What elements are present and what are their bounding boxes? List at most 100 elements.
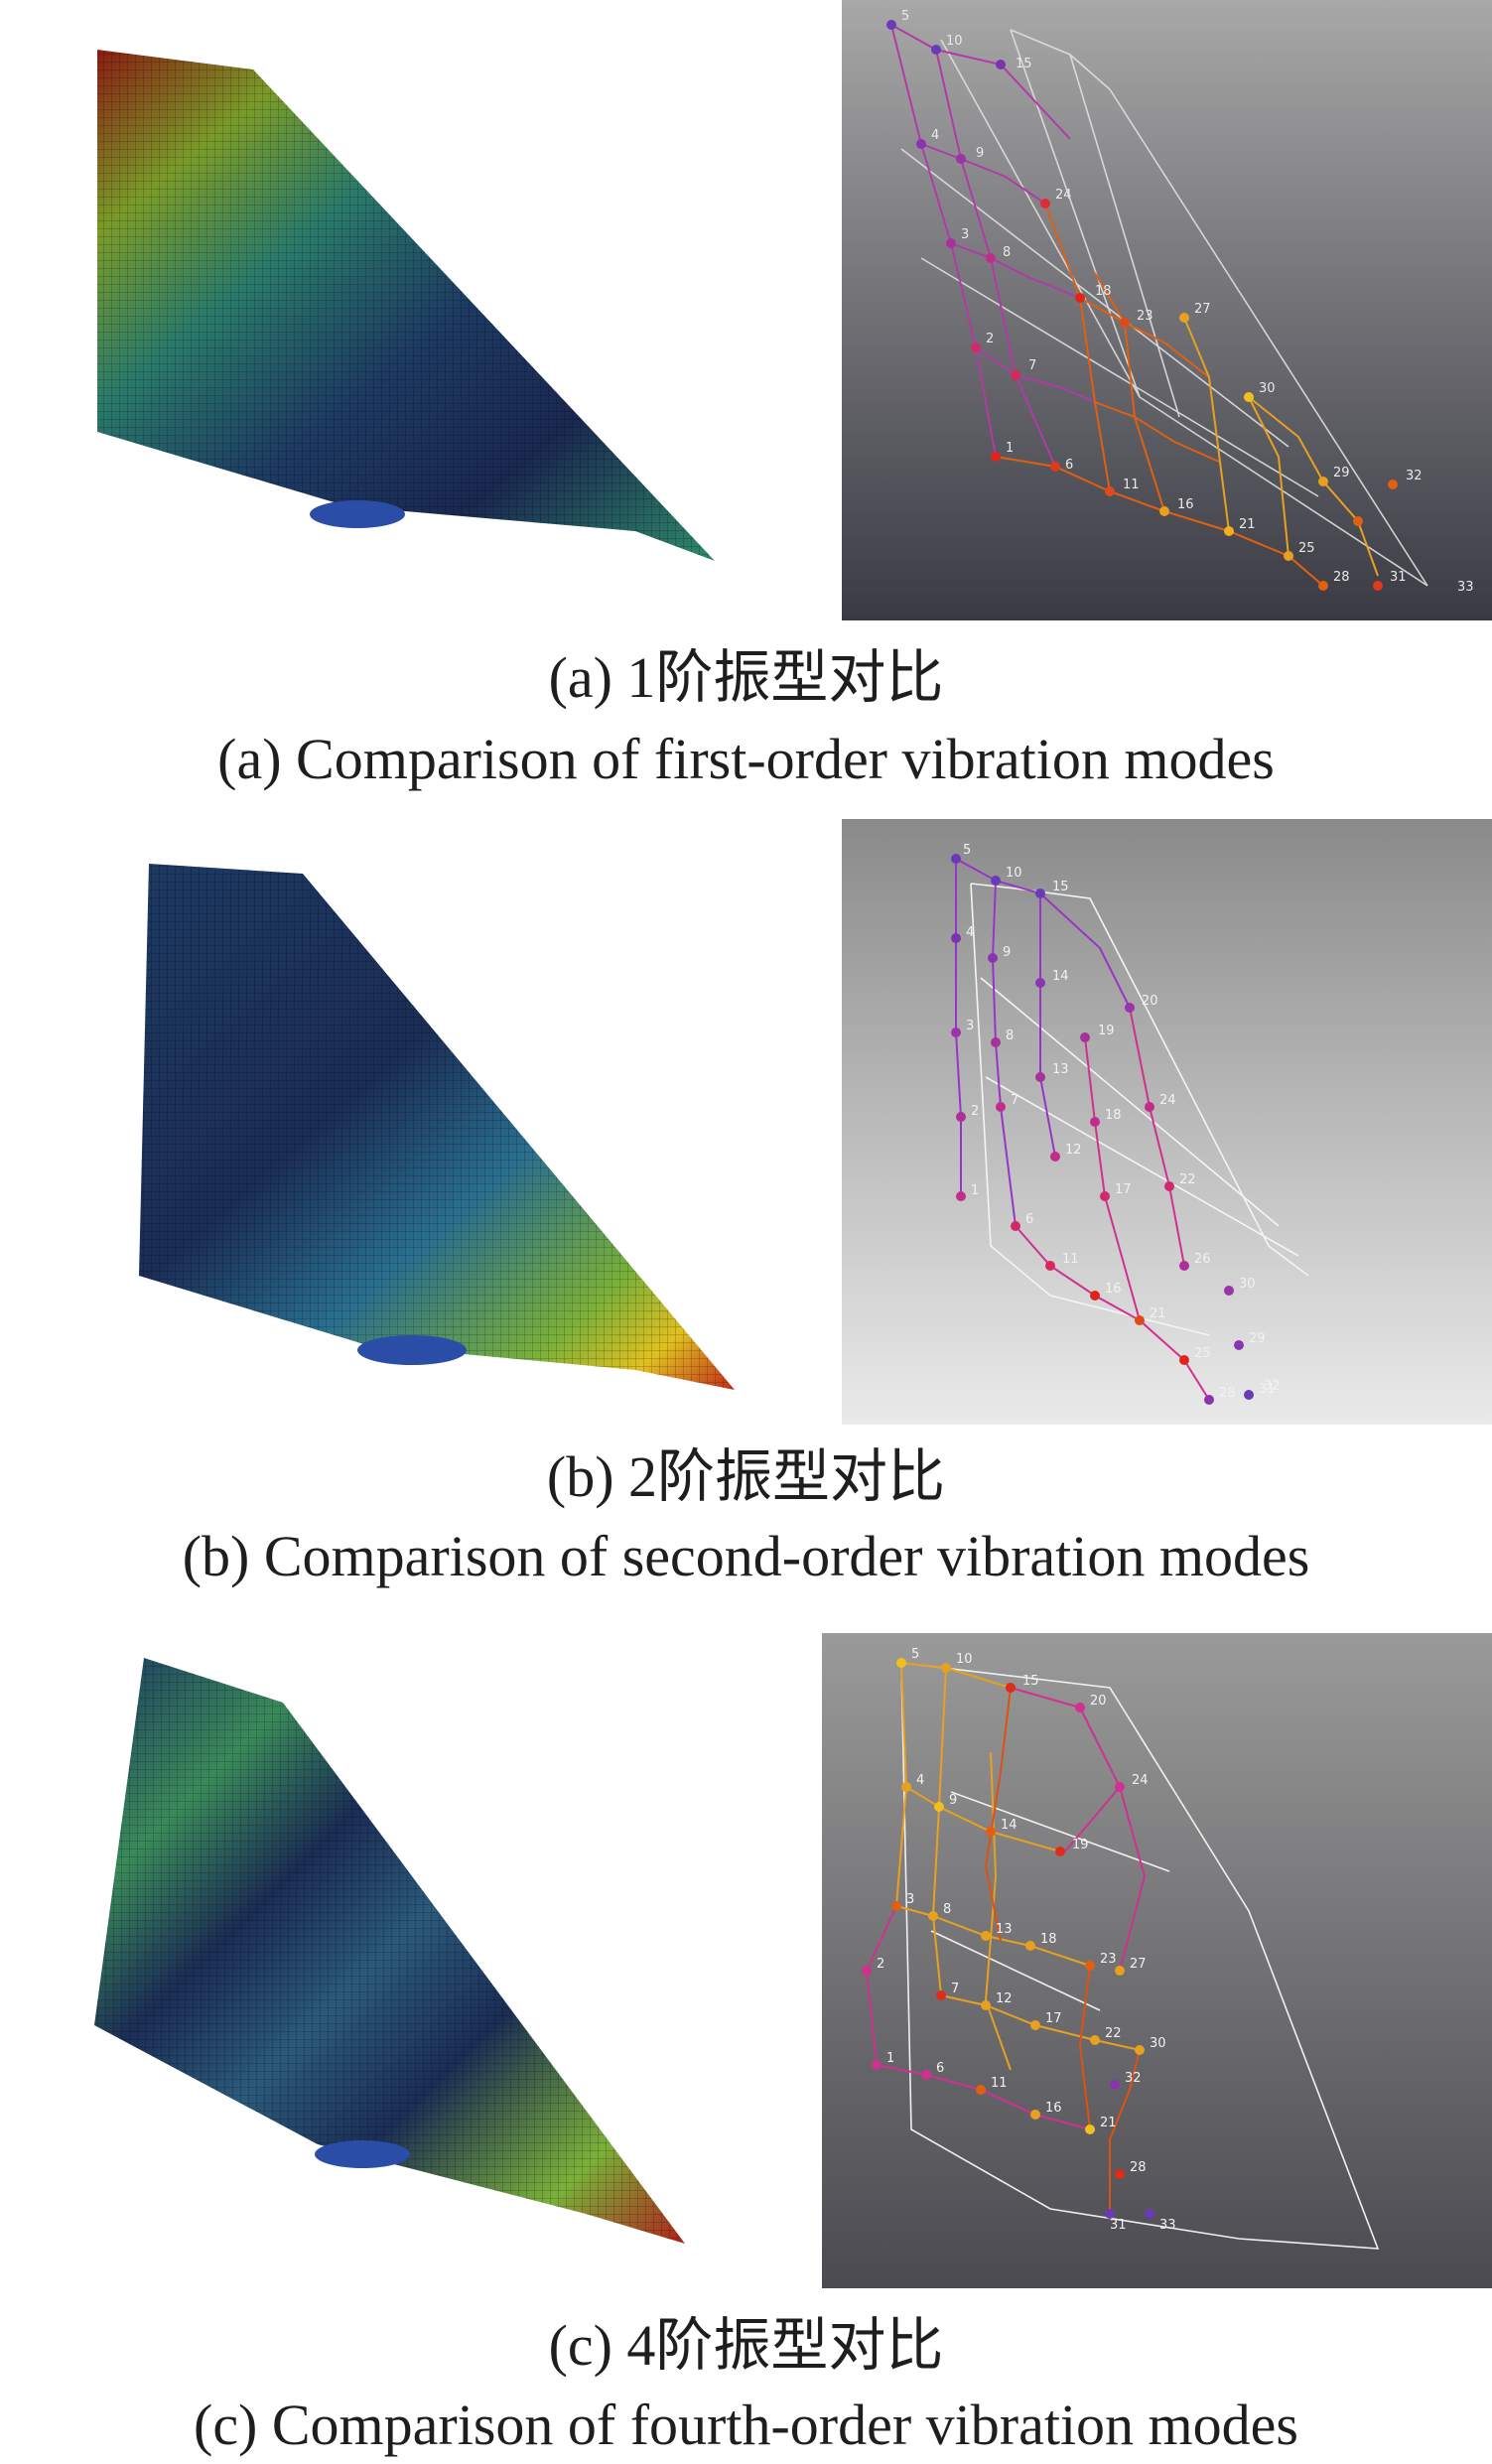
svg-text:1: 1 xyxy=(971,1183,979,1198)
svg-text:21: 21 xyxy=(1100,2116,1117,2130)
svg-text:33: 33 xyxy=(1457,580,1474,595)
svg-text:7: 7 xyxy=(1011,1093,1018,1108)
svg-text:31: 31 xyxy=(1390,570,1407,585)
svg-text:13: 13 xyxy=(1052,1062,1069,1077)
svg-text:9: 9 xyxy=(976,146,984,161)
test-node xyxy=(1040,199,1050,208)
svg-text:1: 1 xyxy=(1006,441,1014,456)
svg-text:24: 24 xyxy=(1159,1093,1176,1108)
test-node xyxy=(1105,486,1115,496)
svg-text:3: 3 xyxy=(966,1019,974,1033)
svg-text:22: 22 xyxy=(1179,1172,1196,1187)
svg-text:32: 32 xyxy=(1125,2071,1142,2086)
fem-mode-shape-c xyxy=(94,1658,685,2244)
svg-text:10: 10 xyxy=(956,1652,973,1667)
svg-text:14: 14 xyxy=(1001,1818,1017,1833)
svg-text:18: 18 xyxy=(1105,1108,1122,1123)
svg-text:29: 29 xyxy=(1333,466,1350,480)
svg-text:8: 8 xyxy=(1006,1028,1014,1043)
test-node xyxy=(1353,516,1363,526)
test-node xyxy=(1075,293,1085,303)
svg-text:11: 11 xyxy=(1123,478,1140,492)
svg-text:4: 4 xyxy=(966,925,974,940)
svg-text:32: 32 xyxy=(1264,1379,1281,1394)
test-node xyxy=(991,452,1001,462)
svg-text:11: 11 xyxy=(1062,1252,1079,1267)
svg-text:6: 6 xyxy=(1025,1212,1033,1227)
svg-text:3: 3 xyxy=(961,227,969,242)
svg-text:27: 27 xyxy=(1130,1957,1147,1972)
svg-text:13: 13 xyxy=(996,1922,1013,1937)
svg-text:21: 21 xyxy=(1239,517,1256,532)
test-node xyxy=(916,139,926,149)
caption-en-c: (c) Comparison of fourth-order vibration… xyxy=(194,2393,1298,2457)
svg-text:17: 17 xyxy=(1115,1182,1132,1197)
svg-text:23: 23 xyxy=(1137,309,1153,324)
caption-en-b: (b) Comparison of second-order vibration… xyxy=(182,1524,1310,1588)
svg-text:30: 30 xyxy=(1150,2036,1166,2051)
svg-text:4: 4 xyxy=(931,128,939,143)
test-node xyxy=(1244,392,1254,402)
svg-text:7: 7 xyxy=(951,1982,959,1996)
svg-text:25: 25 xyxy=(1194,1346,1211,1361)
svg-text:19: 19 xyxy=(1098,1024,1115,1038)
svg-text:10: 10 xyxy=(946,34,963,49)
svg-text:8: 8 xyxy=(1003,245,1011,260)
svg-text:6: 6 xyxy=(936,2061,944,2076)
svg-text:30: 30 xyxy=(1259,381,1276,396)
svg-text:24: 24 xyxy=(1055,188,1072,203)
svg-text:11: 11 xyxy=(991,2076,1008,2091)
test-node xyxy=(886,20,896,30)
test-node xyxy=(1284,551,1293,561)
fem-mode-shape-a xyxy=(97,50,715,561)
svg-text:31: 31 xyxy=(1110,2218,1127,2233)
caption-en-a: (a) Comparison of first-order vibration … xyxy=(217,727,1275,791)
svg-text:18: 18 xyxy=(1095,284,1112,299)
svg-text:5: 5 xyxy=(963,843,971,858)
svg-text:30: 30 xyxy=(1239,1277,1256,1292)
test-node xyxy=(931,45,941,55)
svg-text:24: 24 xyxy=(1132,1773,1149,1788)
test-node xyxy=(996,60,1006,69)
test-node xyxy=(1011,370,1020,380)
test-node xyxy=(1120,318,1130,328)
svg-text:6: 6 xyxy=(1065,458,1073,473)
test-nodes xyxy=(886,20,1398,591)
svg-text:29: 29 xyxy=(1249,1331,1266,1346)
svg-text:2: 2 xyxy=(986,332,994,346)
svg-text:17: 17 xyxy=(1045,2011,1062,2026)
test-node xyxy=(1224,526,1234,536)
test-node xyxy=(1179,313,1189,323)
test-node xyxy=(1050,462,1060,472)
svg-text:9: 9 xyxy=(1003,945,1011,960)
test-node xyxy=(1373,581,1383,591)
svg-text:1: 1 xyxy=(886,2051,894,2066)
caption-cn-c: (c) 4阶振型对比 xyxy=(548,2313,944,2378)
test-node xyxy=(956,154,966,164)
test-node xyxy=(986,253,996,263)
svg-text:15: 15 xyxy=(1052,880,1069,894)
svg-text:28: 28 xyxy=(1333,570,1350,585)
svg-text:19: 19 xyxy=(1072,1838,1089,1852)
svg-text:10: 10 xyxy=(1006,866,1022,881)
svg-text:5: 5 xyxy=(911,1647,919,1662)
svg-text:31: 31 xyxy=(1259,1382,1276,1397)
svg-text:20: 20 xyxy=(1142,994,1158,1009)
svg-text:4: 4 xyxy=(916,1773,924,1788)
svg-text:12: 12 xyxy=(1065,1143,1082,1158)
svg-text:9: 9 xyxy=(949,1793,957,1808)
test-node xyxy=(1388,479,1398,489)
fem-mount xyxy=(310,500,405,528)
test-node xyxy=(1159,506,1169,516)
svg-text:2: 2 xyxy=(971,1104,979,1119)
svg-text:27: 27 xyxy=(1194,302,1211,317)
caption-cn-b: (b) 2阶振型对比 xyxy=(546,1444,946,1509)
svg-text:16: 16 xyxy=(1105,1282,1122,1297)
svg-text:25: 25 xyxy=(1298,541,1315,556)
svg-text:28: 28 xyxy=(1219,1386,1236,1401)
caption-cn-a: (a) 1阶振型对比 xyxy=(548,645,944,710)
test-node xyxy=(946,238,956,248)
